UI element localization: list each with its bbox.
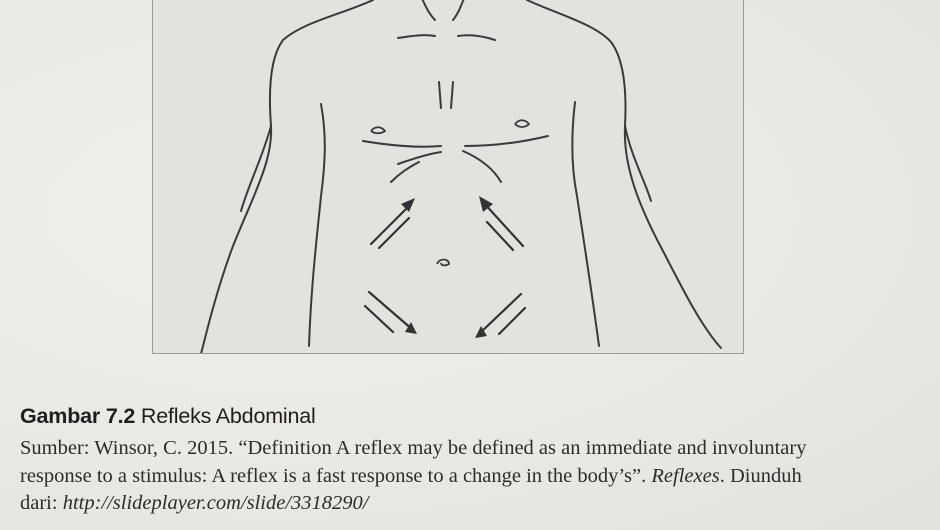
left-clavicle <box>397 34 436 39</box>
navel <box>436 258 450 267</box>
arrow-lower-left-head <box>405 322 417 334</box>
source-line-2-text: response to a stimulus: A reflex is a fa… <box>20 464 647 487</box>
right-pectoral-line <box>464 135 549 147</box>
source-after-title: . Diunduh <box>719 464 802 487</box>
sternum-left <box>438 81 442 109</box>
arrow-upper-right-head <box>479 196 493 212</box>
left-rib-line-lower <box>390 161 420 183</box>
caption-source: Sumber: Winsor, C. 2015. “Definition A r… <box>20 435 914 518</box>
sternum-right <box>450 81 454 109</box>
neck-left-line <box>421 0 436 21</box>
arrow-upper-left-shaft-2 <box>377 216 411 250</box>
figure-label: Gambar 7.2 <box>20 404 136 428</box>
source-line-3: dari: http://slideplayer.com/slide/33182… <box>20 490 914 518</box>
source-line-3-prefix: dari: <box>20 492 63 514</box>
arrow-lower-left-shaft-2 <box>363 304 395 334</box>
arrow-upper-right-shaft-2 <box>485 220 515 252</box>
arrow-upper-left-shaft <box>369 202 413 246</box>
abdominal-reflex-drawing <box>200 0 722 353</box>
arrow-lower-right-shaft-2 <box>497 306 527 336</box>
right-torso-side <box>571 101 600 347</box>
arrow-lower-right-head <box>475 326 487 338</box>
source-work-title: Reflexes <box>651 464 720 487</box>
left-arm-inner <box>240 125 272 212</box>
right-clavicle <box>457 34 496 41</box>
arrow-lower-left-shaft <box>367 290 415 332</box>
arrow-upper-right-shaft <box>481 200 525 248</box>
source-line-1: Sumber: Winsor, C. 2015. “Definition A r… <box>20 437 807 459</box>
right-shoulder-line <box>526 0 722 349</box>
left-pectoral-line <box>362 140 442 148</box>
arrow-upper-left-head <box>401 198 415 212</box>
arrow-lower-right-shaft <box>477 292 523 336</box>
left-torso-side <box>308 103 326 347</box>
left-shoulder-line <box>200 0 374 353</box>
figure-illustration <box>152 0 744 354</box>
right-nipple <box>514 119 531 128</box>
right-rib-line <box>462 150 502 183</box>
figure-caption: Gambar 7.2 Refleks Abdominal Sumber: Win… <box>14 403 914 518</box>
source-line-2: response to a stimulus: A reflex is a fa… <box>20 463 914 491</box>
source-url: http://slideplayer.com/slide/3318290/ <box>62 492 369 514</box>
caption-title: Gambar 7.2 Refleks Abdominal <box>20 403 914 429</box>
neck-right-line <box>452 0 465 21</box>
right-arm-inner <box>624 125 652 202</box>
left-nipple <box>370 126 387 135</box>
figure-title: Refleks Abdominal <box>140 404 316 428</box>
left-rib-line <box>397 151 442 165</box>
